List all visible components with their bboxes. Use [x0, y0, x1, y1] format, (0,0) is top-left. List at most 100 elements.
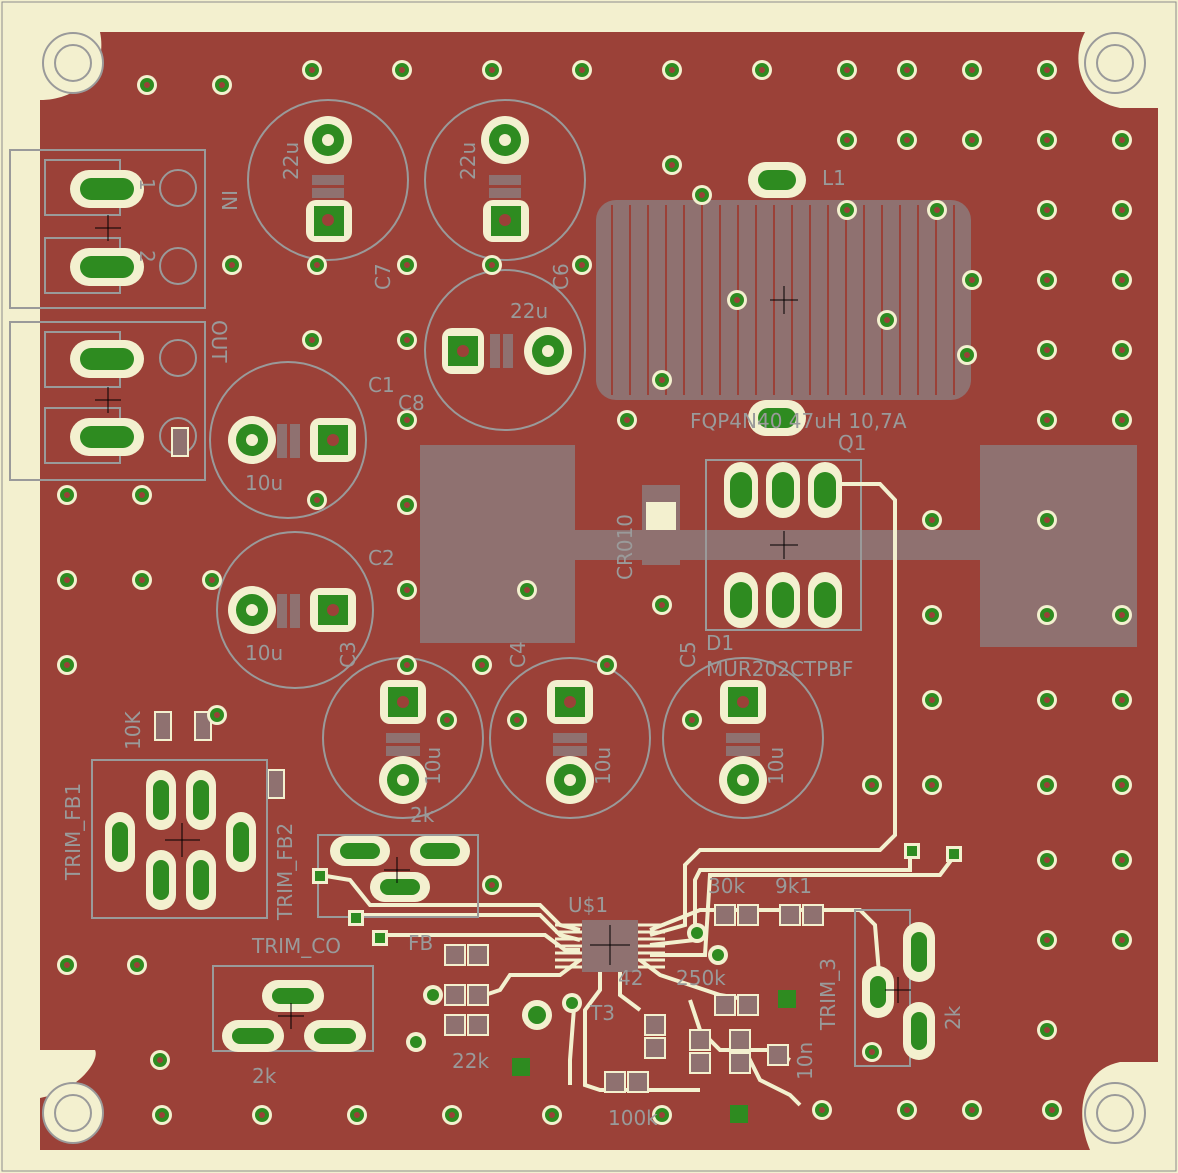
- c5-value: 10u: [591, 747, 615, 785]
- via-hole: [139, 577, 145, 583]
- via-hole: [404, 662, 410, 668]
- via-hole: [624, 417, 630, 423]
- via-hole: [1044, 1027, 1050, 1033]
- via-hole: [354, 1112, 360, 1118]
- via-hole: [309, 337, 315, 343]
- via-hole: [579, 67, 585, 73]
- via-hole: [759, 67, 765, 73]
- via-hole: [819, 1107, 825, 1113]
- via-hole: [404, 502, 410, 508]
- via-hole: [1119, 207, 1125, 213]
- via-hole: [159, 1112, 165, 1118]
- c6-name: C6: [549, 263, 573, 290]
- resistor-250k: 250k: [676, 966, 726, 990]
- via-hole: [844, 67, 850, 73]
- inductor-part: FQP4N40 47uH 10,7A: [690, 409, 907, 433]
- resistor-2k-a: 2k: [410, 803, 435, 827]
- c6b-value: 22u: [510, 299, 548, 323]
- via-hole: [869, 1049, 875, 1055]
- via-hole: [64, 962, 70, 968]
- via-hole: [1119, 417, 1125, 423]
- c7-name: C7: [371, 263, 395, 290]
- via-hole: [1119, 782, 1125, 788]
- via-hole: [314, 262, 320, 268]
- via-hole: [1119, 137, 1125, 143]
- cr010-label: CR010: [613, 514, 637, 580]
- diode-part: MUR202CTPBF: [706, 657, 853, 681]
- trim-3-label: TRIM_3: [816, 958, 840, 1031]
- c4-name: C4: [506, 641, 530, 668]
- via-hole: [1044, 937, 1050, 943]
- via-hole: [964, 352, 970, 358]
- via-hole: [449, 1112, 455, 1118]
- trim-fb1-label: TRIM_FB1: [61, 783, 85, 881]
- via-hole: [604, 662, 610, 668]
- via-hole: [64, 492, 70, 498]
- c7-value: 22u: [279, 142, 303, 180]
- via-hole: [659, 1112, 665, 1118]
- resistor-10k: 10K: [121, 711, 145, 750]
- via-hole: [1044, 417, 1050, 423]
- via-hole: [1044, 67, 1050, 73]
- via-hole: [404, 417, 410, 423]
- via-hole: [479, 662, 485, 668]
- ic-u1: [555, 920, 665, 972]
- via-hole: [1044, 347, 1050, 353]
- via-hole: [884, 317, 890, 323]
- via-hole: [399, 67, 405, 73]
- via-hole: [929, 517, 935, 523]
- trimpots: [91, 759, 935, 1067]
- via-hole: [134, 962, 140, 968]
- via-hole: [64, 662, 70, 668]
- resistor-30k: 30k: [708, 874, 745, 898]
- via-hole: [404, 337, 410, 343]
- via-grid: [57, 60, 1132, 1125]
- small-pads: [312, 843, 962, 1123]
- via-hole: [659, 377, 665, 383]
- via-hole: [669, 162, 675, 168]
- resistor-2k-c: 2k: [941, 1005, 965, 1030]
- via-hole: [1119, 612, 1125, 618]
- via-hole: [1044, 277, 1050, 283]
- via-hole: [1119, 347, 1125, 353]
- via-hole: [489, 67, 495, 73]
- resistor-9k1: 9k1: [775, 874, 812, 898]
- via-hole: [514, 717, 520, 723]
- via-hole: [1119, 277, 1125, 283]
- via-hole: [1119, 857, 1125, 863]
- ic-t3: T3: [589, 1001, 615, 1025]
- via-hole: [969, 277, 975, 283]
- via-hole: [404, 587, 410, 593]
- terminal-blocks: [9, 149, 206, 481]
- via-hole: [929, 782, 935, 788]
- via-hole: [869, 782, 875, 788]
- trim-fb2-label: TRIM_FB2: [273, 823, 297, 921]
- via-hole: [934, 207, 940, 213]
- via-hole: [489, 262, 495, 268]
- via-hole: [219, 82, 225, 88]
- via-hole: [689, 717, 695, 723]
- c2-value: 10u: [245, 641, 283, 665]
- c6-value: 22u: [456, 142, 480, 180]
- trim-fb-label: FB: [408, 931, 433, 955]
- via-hole: [969, 1107, 975, 1113]
- via-hole: [669, 67, 675, 73]
- via-hole: [1044, 697, 1050, 703]
- via-hole: [659, 602, 665, 608]
- terminal-in-label: IN: [217, 190, 241, 211]
- via-hole: [404, 262, 410, 268]
- via-hole: [1044, 137, 1050, 143]
- via-hole: [1119, 697, 1125, 703]
- via-hole: [314, 497, 320, 503]
- via-hole: [734, 297, 740, 303]
- ic-name: U$1: [568, 893, 608, 917]
- via-hole: [1119, 937, 1125, 943]
- transistor-name: Q1: [838, 431, 866, 455]
- via-hole: [929, 697, 935, 703]
- cap-10n: 10n: [793, 1042, 817, 1080]
- via-hole: [1044, 612, 1050, 618]
- capacitor-pads: [228, 116, 767, 804]
- terminal-pin2-label: 2: [135, 250, 159, 263]
- resistor-2k-b: 2k: [252, 1064, 277, 1088]
